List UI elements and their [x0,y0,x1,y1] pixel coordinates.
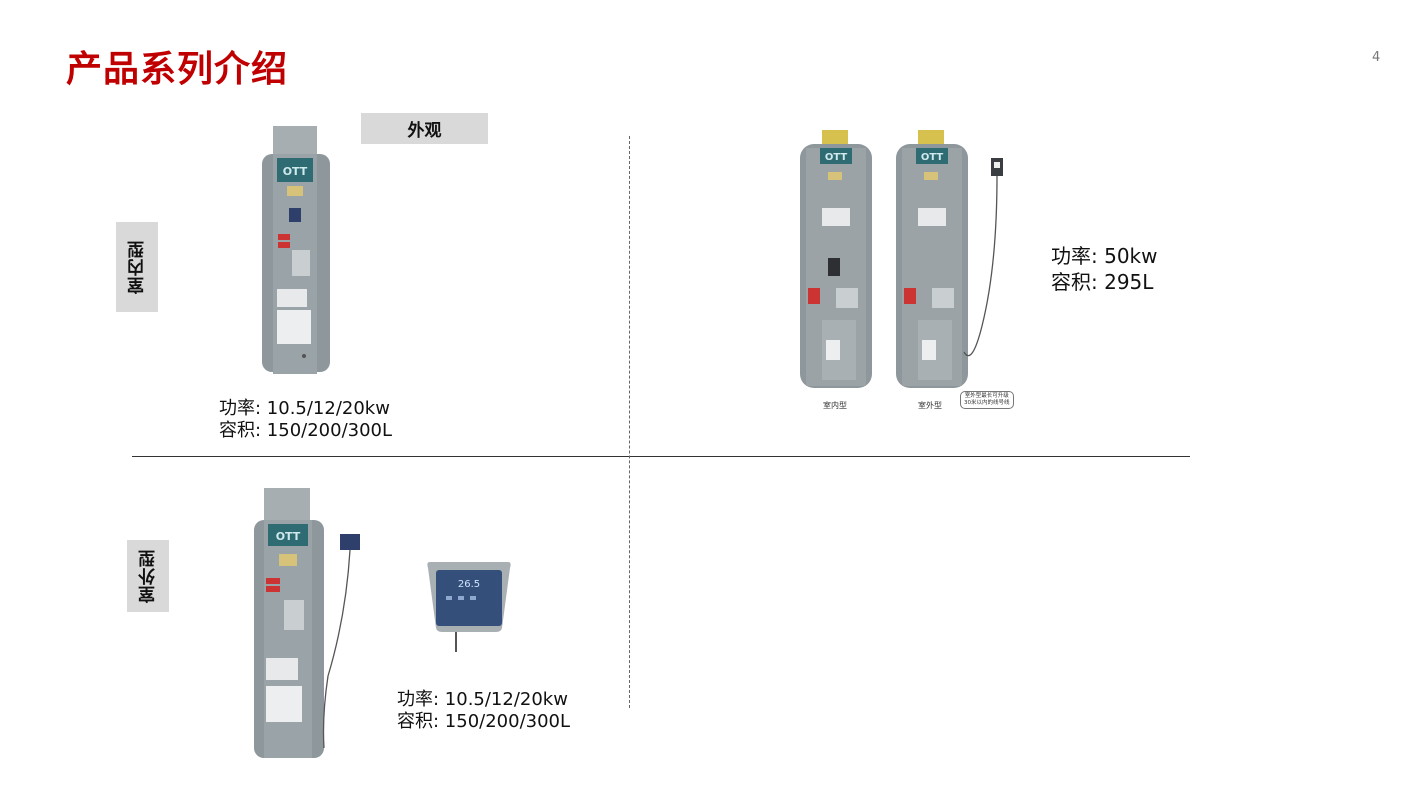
appearance-header-label: 外观 [407,121,442,141]
slide-title: 产品系列介绍 [66,49,289,90]
large-power: 功率: 50kw [1051,244,1158,268]
outdoor-spec: 功率: 10.5/12/20kw 容积: 150/200/300L [397,689,570,733]
cable-note-line2: 30米以内的线号线 [964,400,1010,406]
page-number: 4 [1372,50,1381,65]
indoor-spec: 功率: 10.5/12/20kw 容积: 150/200/300L [219,398,392,442]
row-label-outdoor: 室外型 [127,540,169,612]
caption-outdoor: 室外型 [918,401,942,410]
indoor-volume: 容积: 150/200/300L [219,420,393,441]
controller-image: 26.5 [427,562,511,652]
caption-indoor: 室内型 [823,401,847,410]
row-label-outdoor-text: 室外型 [138,549,159,603]
cable-note: 室外型最长可升级 30米以内的线号线 [960,391,1014,409]
outdoor-volume: 容积: 150/200/300L [397,711,571,732]
controller-display-readout: 26.5 [458,579,480,590]
large-volume: 容积: 295L [1051,270,1154,294]
row-label-indoor: 室内型 [116,222,158,312]
appearance-header: 外观 [361,113,488,144]
cable-note-line1: 室外型最长可升级 [964,393,1009,399]
outdoor-heater-image: OTT [254,488,360,758]
outdoor-power: 功率: 10.5/12/20kw [397,689,568,710]
vertical-divider [629,136,630,708]
horizontal-divider [132,456,1190,457]
svg-text:OTT: OTT [283,165,308,178]
row-label-indoor-text: 室内型 [127,240,148,294]
svg-text:OTT: OTT [921,152,944,163]
svg-text:OTT: OTT [276,530,301,543]
svg-text:OTT: OTT [825,152,848,163]
indoor-power: 功率: 10.5/12/20kw [219,398,390,419]
large-spec: 功率: 50kw 容积: 295L [1051,243,1157,295]
indoor-heater-image: OTT [262,126,330,374]
large-heaters-image: OTT OTT [800,130,1003,388]
